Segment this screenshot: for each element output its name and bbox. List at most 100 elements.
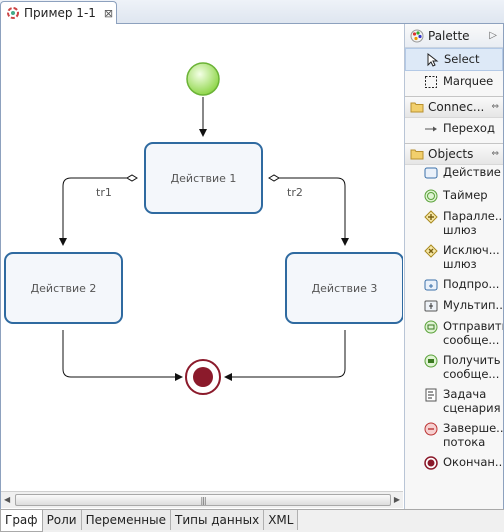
palette-item-label: Окончан... [443,455,503,469]
label-line-2: сообще... [443,333,500,347]
palette-header[interactable]: Palette ▷ [405,24,503,48]
editor-page-tabs: Граф Роли Переменные Типы данных XML [0,509,504,532]
diagram-canvas[interactable]: Действие 1 Действие 2 Действие 3 tr1 tr2 [1,24,403,491]
label-line-1: Исключ... [443,243,500,257]
palette-item-timer[interactable]: Таймер [405,185,503,206]
editor-tab-bar: Пример 1-1 ⊠ [0,0,504,24]
palette-item-label: Действие [443,165,501,179]
label-line-1: Получить [443,353,501,367]
transition-arrow-icon [425,126,437,132]
palette-item-transition[interactable]: Переход [405,118,503,139]
tab-data-types[interactable]: Типы данных [171,510,265,530]
node-action-1[interactable]: Действие 1 [144,142,263,214]
label-line-2: шлюз [443,223,477,237]
label-line-1: Паралле... [443,209,503,223]
palette-item-label: Заверше...потока [443,421,503,449]
end-flow-icon [424,422,438,436]
subprocess-icon [424,279,438,291]
label-line-1: Задача [443,387,487,401]
transition-label-tr2: tr2 [287,186,303,199]
node-action-2-label: Действие 2 [30,281,97,295]
palette-panel: Palette ▷ Select Marquee Connec... ⇔ Пер… [404,24,503,509]
start-event[interactable] [186,62,220,96]
tab-roles[interactable]: Роли [42,510,82,530]
exclusive-gateway-icon [424,244,438,258]
edge-tr1-diamond [126,174,138,182]
tool-select-label: Select [444,52,480,66]
pin-icon[interactable]: ⇔ [491,149,499,159]
palette-item-subprocess[interactable]: Подпро... [405,274,503,295]
editor-tab[interactable]: Пример 1-1 ⊠ [0,1,117,24]
scrollbar-grip-icon: ||| [200,496,206,505]
tab-xml[interactable]: XML [264,510,299,530]
palette-item-end-event[interactable]: Окончан... [405,452,503,473]
scroll-left-icon[interactable]: ◀ [4,495,11,504]
marquee-icon [425,76,437,88]
label-line-1: Отправить [443,319,503,333]
palette-item-label: Подпро... [443,277,500,291]
drawer-objects-title: Objects [428,147,474,161]
tab-variables[interactable]: Переменные [81,510,171,530]
close-icon[interactable]: ⊠ [103,6,114,20]
label-line-2: сообще... [443,367,500,381]
tool-marquee[interactable]: Marquee [405,71,503,92]
node-action-1-label: Действие 1 [170,171,237,185]
palette-item-label: Таймер [443,188,488,202]
palette-item-label: Исключ...шлюз [443,243,500,271]
edge-tr2[interactable] [269,177,349,246]
edge-node2-to-end[interactable] [62,330,183,381]
label-line-2: сценария [443,401,501,415]
receive-message-icon [424,354,438,368]
transition-label-tr1: tr1 [96,186,112,199]
palette-item-label: Паралле...шлюз [443,209,503,237]
folder-open-icon [410,149,424,160]
pin-icon[interactable]: ⇔ [491,102,499,112]
drawer-objects[interactable]: Objects ⇔ [405,143,503,165]
label-line-2: потока [443,435,486,449]
scroll-right-icon[interactable]: ▶ [393,495,400,504]
editor-tab-title: Пример 1-1 [24,6,96,20]
script-task-icon [425,388,437,402]
node-action-3[interactable]: Действие 3 [285,252,403,324]
drawer-connections[interactable]: Connec... ⇔ [405,96,503,118]
palette-item-action[interactable]: Действие [405,165,503,185]
palette-item-end-flow[interactable]: Заверше...потока [405,418,503,452]
node-action-2[interactable]: Действие 2 [4,252,123,324]
scrollbar-thumb[interactable]: ||| [15,494,391,506]
horizontal-scrollbar[interactable]: ◀ ||| ▶ [1,491,403,508]
multi-instance-icon [424,300,438,312]
palette-item-multiprocess[interactable]: Мультип... [405,295,503,316]
diagram-connections [59,62,349,395]
process-icon [7,7,19,19]
palette-title: Palette [428,28,470,43]
edge-tr1[interactable] [59,177,137,246]
arrow-cursor-icon [427,53,439,67]
tab-graph[interactable]: Граф [0,510,43,532]
node-action-3-label: Действие 3 [311,281,378,295]
palette-item-exclusive-gateway[interactable]: Исключ...шлюз [405,240,503,274]
folder-icon [410,102,424,113]
end-event-icon [424,456,438,470]
parallel-gateway-icon [424,210,438,224]
drawer-connections-title: Connec... [428,100,485,114]
timer-icon [424,189,438,203]
action-box-icon [424,167,438,179]
edge-tr2-diamond [268,174,280,182]
tool-marquee-label: Marquee [443,74,494,88]
label-line-2: шлюз [443,257,477,271]
label-line-1: Заверше... [443,421,503,435]
palette-item-label: Мультип... [443,298,503,312]
end-event-core [193,367,213,387]
tool-select[interactable]: Select [405,48,503,71]
palette-icon [410,29,424,42]
send-message-icon [424,320,438,334]
collapse-palette-icon[interactable]: ▷ [489,30,497,41]
palette-item-parallel-gateway[interactable]: Паралле...шлюз [405,206,503,240]
edge-node3-to-end[interactable] [224,330,346,381]
